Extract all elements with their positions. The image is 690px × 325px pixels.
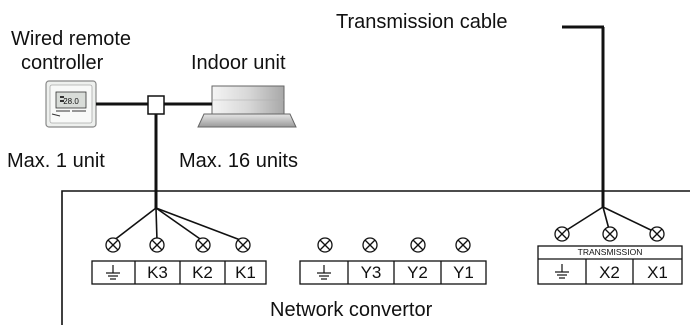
terminal-label-y3: Y3: [360, 263, 382, 282]
terminal-block-y: [299, 260, 487, 285]
ground-symbol-x: [555, 264, 569, 279]
ground-symbol-k: [106, 265, 120, 280]
junction-box: [147, 95, 165, 115]
terminal-screw-x-ground: [554, 226, 570, 242]
network-convertor-label: Network convertor: [270, 299, 433, 321]
transmission-header-label: TRANSMISSION: [577, 247, 643, 257]
terminal-label-y2: Y2: [407, 263, 428, 282]
indoor-max-label: Max. 16 units: [179, 150, 298, 172]
remote-controller-label-line2: controller: [21, 52, 103, 75]
remote-label-line1: Wired remote: [11, 28, 132, 50]
remote-controller-illustration: [45, 80, 97, 128]
indoor-unit-label: Indoor unit: [191, 52, 286, 74]
terminal-label-x1: X1: [647, 263, 668, 282]
terminal-screw-x1: [649, 226, 665, 242]
terminal-label-k2: K2: [192, 263, 213, 282]
k-block-fanout: [112, 207, 244, 242]
terminal-screw-x2: [602, 226, 618, 242]
terminal-screw-y1: [455, 237, 471, 253]
terminal-screw-y-ground: [317, 237, 333, 253]
remote-max-label: Max. 1 unit: [7, 150, 105, 172]
terminal-label-k1: K1: [235, 263, 256, 282]
indoor-unit-illustration: [197, 85, 297, 128]
terminal-block-k: [91, 260, 267, 285]
terminal-screw-k3: [149, 237, 165, 253]
terminal-screw-y2: [410, 237, 426, 253]
terminal-label-k3: K3: [147, 263, 168, 282]
screw-terminals: [105, 226, 665, 253]
transmission-cable-label: Transmission cable: [336, 11, 508, 33]
remote-controller-label: Wired remote: [11, 28, 131, 51]
ground-symbol-y: [317, 265, 331, 280]
terminal-screw-k1: [235, 237, 251, 253]
remote-display-value: 28.0: [63, 97, 79, 106]
terminal-screw-y3: [362, 237, 378, 253]
convertor-enclosure: [61, 190, 690, 325]
terminal-screw-k-ground: [105, 237, 121, 253]
terminal-label-y1: Y1: [453, 263, 474, 282]
terminal-label-x2: X2: [599, 263, 620, 282]
remote-label-line2: controller: [21, 52, 104, 74]
terminal-screw-k2: [195, 237, 211, 253]
